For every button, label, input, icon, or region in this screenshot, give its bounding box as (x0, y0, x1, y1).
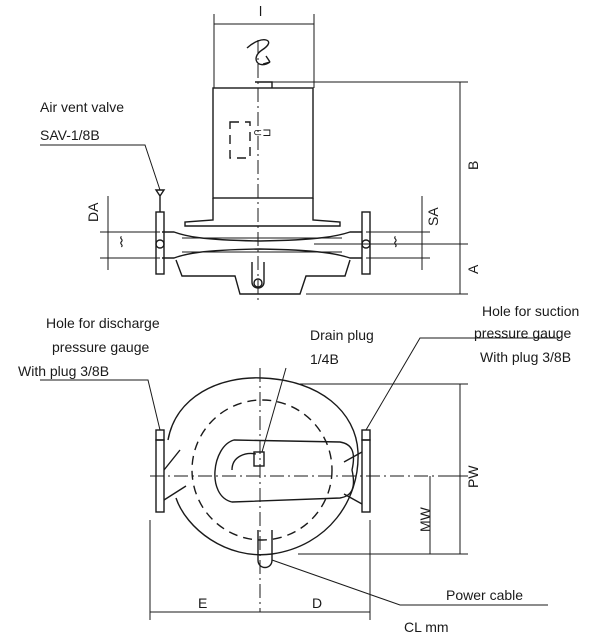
rotation-arrow-icon (246, 39, 271, 66)
elevation-view: l ⊂⊐ ⌇ ⌇ (40, 3, 481, 300)
suction-hole-label-1: Hole for suction (482, 303, 579, 319)
drain-plug-label: Drain plug (310, 327, 374, 343)
svg-text:⌇: ⌇ (118, 234, 125, 250)
suction-hole-label-2: pressure gauge (474, 325, 572, 341)
dim-label-mw: MW (417, 506, 433, 532)
discharge-hole-label-2: pressure gauge (52, 339, 150, 355)
air-vent-valve-label: Air vent valve (40, 99, 124, 115)
air-vent-model-label: SAV-1/8B (40, 127, 100, 143)
power-cable-label: Power cable (446, 587, 523, 603)
terminal-box (229, 121, 251, 159)
svg-text:⊂⊐: ⊂⊐ (253, 127, 271, 139)
suction-plug-label: With plug 3/8B (480, 349, 571, 365)
discharge-hole-label-1: Hole for discharge (46, 315, 160, 331)
discharge-plug-label: With plug 3/8B (18, 363, 109, 379)
dim-label-e: E (198, 595, 207, 611)
dim-label-d: D (312, 595, 322, 611)
plan-view: E D PW MW (40, 337, 560, 620)
motor-body (212, 87, 314, 199)
drain-plug-size-label: 1/4B (310, 351, 339, 367)
dim-label-sa: SA (425, 207, 441, 226)
dim-label-da: DA (85, 202, 101, 222)
units-label: CL mm (404, 619, 449, 635)
dim-label-a: A (465, 264, 481, 274)
dim-label-l: l (259, 3, 262, 19)
dim-label-b: B (465, 161, 481, 170)
svg-text:⌇: ⌇ (392, 234, 399, 250)
dim-label-pw: PW (465, 465, 481, 488)
